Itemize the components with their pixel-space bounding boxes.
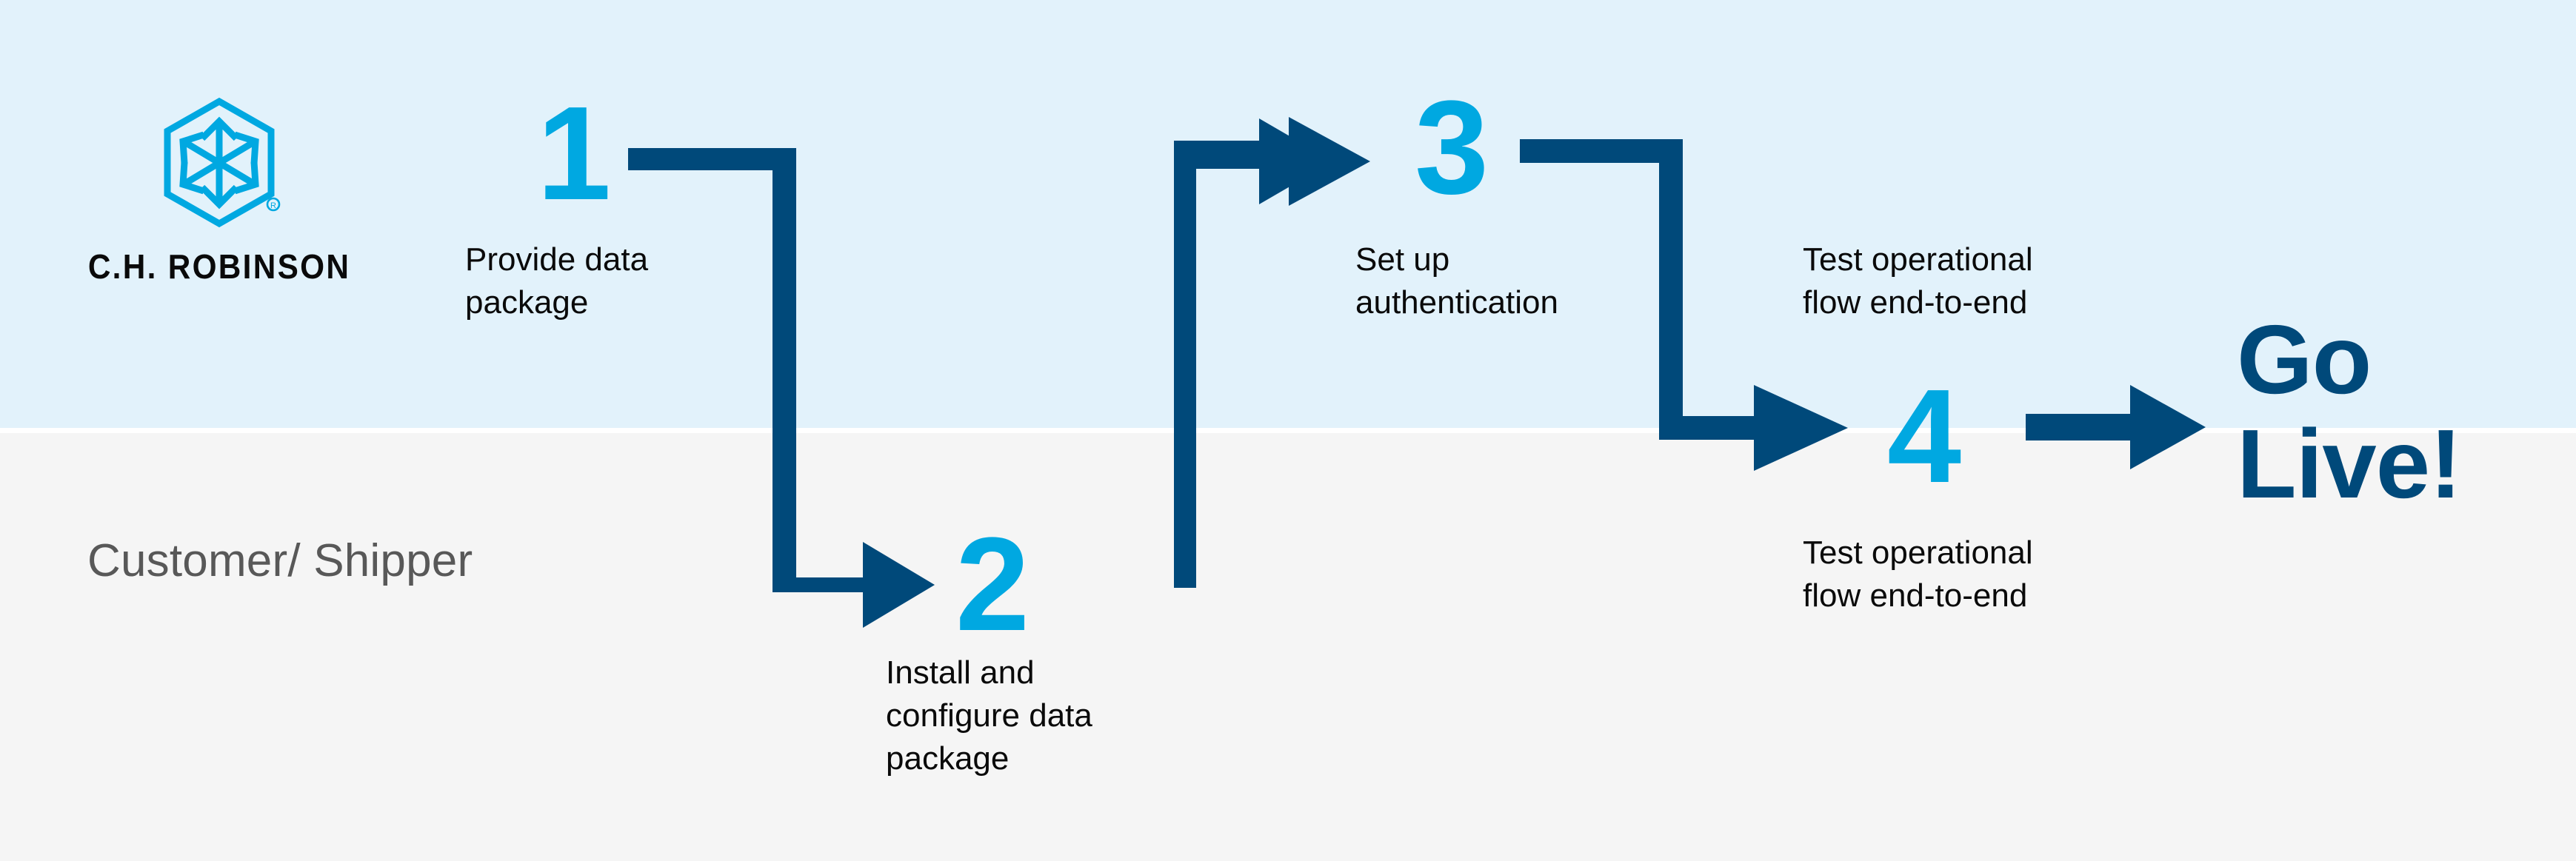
registered-mark-icon: R (266, 197, 281, 212)
label-test-operational-top: Test operational flow end-to-end (1803, 241, 2033, 321)
svg-text:R: R (270, 201, 276, 210)
step-caption-1: Provide data package (465, 241, 649, 321)
hexagon-arrows-logo-icon: R (164, 97, 281, 228)
band-customer-shipper (0, 433, 2576, 861)
brand-logo: R C.H. ROBINSON (71, 96, 367, 287)
step-caption-2: Install and configure data package (886, 654, 1092, 777)
step-number-1: 1 (537, 79, 611, 228)
band-ch-robinson (0, 0, 2576, 428)
step-number-4: 4 (1887, 362, 1961, 511)
step-number-2: 2 (955, 510, 1030, 659)
step-number-3: 3 (1415, 73, 1489, 222)
brand-wordmark: C.H. ROBINSON (87, 247, 351, 286)
lane-label-customer-shipper: Customer/ Shipper (87, 535, 473, 586)
step-caption-4: Test operational flow end-to-end (1803, 535, 2033, 614)
step-caption-3: Set up authentication (1355, 241, 1558, 321)
go-live-label: Go Live! (2237, 305, 2462, 519)
